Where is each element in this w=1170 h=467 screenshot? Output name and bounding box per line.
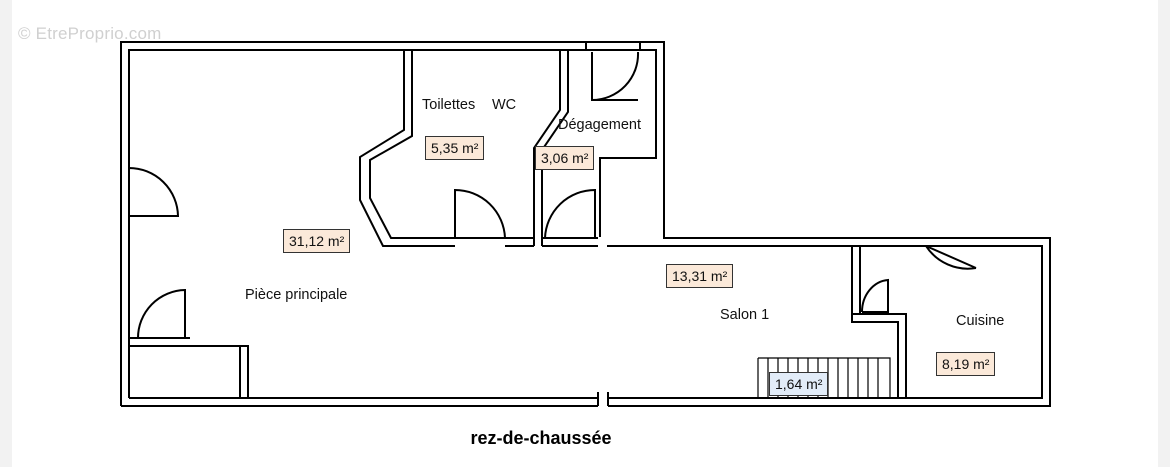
- area-badge-cuisine: 8,19 m²: [936, 352, 996, 376]
- outer-wall-outline: [120, 41, 1051, 407]
- room-label-degagement: Dégagement: [558, 117, 642, 133]
- inner-wall-outline: [128, 49, 1043, 399]
- door-jamb-degagement-top: [585, 42, 641, 50]
- area-badge-salon: 13,31 m²: [666, 264, 734, 288]
- door-cuisine: [925, 245, 977, 270]
- wall-placard: [128, 337, 249, 398]
- room-label-toilettes: Toilettes: [422, 97, 476, 113]
- wall-wc-degagement: [533, 50, 569, 246]
- door-cuisine-side: [860, 278, 889, 313]
- wall-toilettes: [359, 50, 455, 247]
- area-badge-piece-principale: 31,12 m²: [283, 229, 351, 253]
- room-label-salon: Salon 1: [720, 307, 770, 323]
- wall-cuisine: [851, 246, 907, 398]
- watermark: © EtreProprio.com: [18, 24, 162, 43]
- wall-toilettes-inner: [369, 50, 455, 239]
- area-badge-escalier: 1,64 m²: [769, 372, 829, 396]
- area-badge-toilettes: 5,35 m²: [425, 136, 485, 160]
- floor-caption: rez-de-chaussée: [470, 428, 612, 448]
- page-background: [12, 0, 1158, 467]
- room-label-cuisine: Cuisine: [956, 313, 1005, 329]
- door-placard: [137, 288, 186, 339]
- room-label-piece-principale: Pièce principale: [245, 287, 348, 303]
- door-wc: [544, 188, 596, 239]
- door-entrance: [128, 167, 180, 217]
- door-degagement: [591, 51, 640, 102]
- door-toilettes: [454, 188, 506, 239]
- room-label-wc: WC: [492, 97, 517, 113]
- opening-salon-bottom: [597, 392, 609, 406]
- wall-wc-bottom: [505, 237, 534, 247]
- area-badge-degagement: 3,06 m²: [535, 146, 595, 170]
- wall-degagement-bottom: [542, 237, 598, 247]
